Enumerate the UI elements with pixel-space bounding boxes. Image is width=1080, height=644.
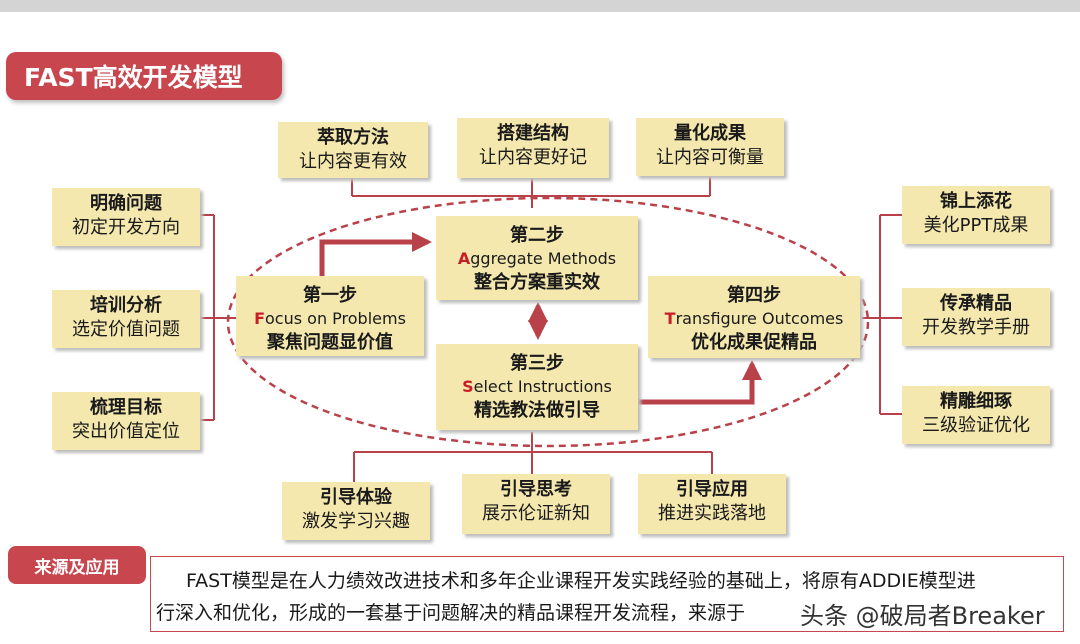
box-inherit-quality: 传承精品 开发教学手册 (902, 288, 1050, 346)
step-1-focus: 第一步 Focus on Problems 聚焦问题显价值 (236, 276, 424, 356)
box-title: 萃取方法 (317, 127, 389, 148)
box-quantify-results: 量化成果 让内容可衡量 (636, 118, 784, 176)
step-label: 第一步 (303, 285, 357, 306)
step-english: Aggregate Methods (457, 249, 617, 268)
box-sub: 美化PPT成果 (923, 215, 1029, 236)
box-guide-application: 引导应用 推进实践落地 (638, 474, 786, 534)
step-chinese: 聚焦问题显价值 (267, 332, 393, 353)
box-extract-method: 萃取方法 让内容更有效 (278, 122, 428, 178)
box-title: 量化成果 (674, 123, 746, 144)
box-sub: 让内容更好记 (479, 147, 587, 168)
box-refine: 精雕细琢 三级验证优化 (902, 386, 1050, 444)
source-label: 来源及应用 (8, 546, 146, 584)
box-embellish: 锦上添花 美化PPT成果 (902, 186, 1050, 244)
box-guide-experience: 引导体验 激发学习兴趣 (282, 482, 430, 540)
box-title: 传承精品 (940, 293, 1012, 314)
box-sub: 让内容可衡量 (656, 147, 764, 168)
box-sub: 激发学习兴趣 (302, 511, 410, 532)
box-title: 搭建结构 (497, 123, 569, 144)
arrow-step1-to-step2 (319, 232, 432, 276)
box-title: 引导思考 (500, 479, 572, 500)
step-label: 第四步 (727, 285, 781, 306)
left-connector (200, 214, 236, 421)
step-chinese: 精选教法做引导 (474, 400, 600, 421)
box-sub: 三级验证优化 (922, 415, 1030, 436)
box-build-structure: 搭建结构 让内容更好记 (457, 118, 609, 178)
step-chinese: 优化成果促精品 (691, 332, 817, 353)
bottom-connector (353, 432, 713, 482)
right-connector (862, 214, 902, 415)
top-connector (351, 176, 711, 208)
box-title: 明确问题 (90, 193, 162, 214)
box-sub: 推进实践落地 (658, 503, 766, 524)
step-3-select: 第三步 Select Instructions 精选教法做引导 (436, 344, 638, 430)
source-text-line-1: FAST模型是在人力绩效改进技术和多年企业课程开发实践经验的基础上，将原有ADD… (186, 570, 976, 592)
box-sort-goals: 梳理目标 突出价值定位 (52, 392, 200, 450)
source-text-box (150, 556, 1064, 632)
box-guide-thinking: 引导思考 展示伦证新知 (462, 474, 610, 534)
box-title: 引导体验 (320, 487, 392, 508)
page-title: FAST高效开发模型 (6, 52, 282, 100)
step-4-transfigure: 第四步 Transfigure Outcomes 优化成果促精品 (648, 276, 860, 358)
top-strip (0, 0, 1080, 12)
process-ellipse (226, 196, 870, 448)
step-label: 第二步 (510, 225, 564, 246)
box-sub: 初定开发方向 (72, 217, 180, 238)
box-clarify-problem: 明确问题 初定开发方向 (52, 188, 200, 246)
step-label: 第三步 (510, 353, 564, 374)
box-title: 锦上添花 (940, 191, 1012, 212)
watermark: 头条 @破局者Breaker (800, 602, 1045, 630)
box-title: 引导应用 (676, 479, 748, 500)
step-english: Focus on Problems (254, 309, 406, 328)
box-title: 培训分析 (90, 295, 162, 316)
step-chinese: 整合方案重实效 (474, 272, 600, 293)
box-sub: 选定价值问题 (72, 319, 180, 340)
source-text-line-2: 行深入和优化，形成的一套基于问题解决的精品课程开发流程，来源于 (156, 602, 746, 624)
step-2-aggregate: 第二步 Aggregate Methods 整合方案重实效 (436, 216, 638, 300)
box-title: 精雕细琢 (940, 391, 1012, 412)
step-english: Select Instructions (462, 377, 612, 396)
box-training-analysis: 培训分析 选定价值问题 (52, 290, 200, 348)
arrow-step3-to-step4 (638, 360, 762, 405)
box-sub: 让内容更有效 (299, 151, 407, 172)
box-title: 梳理目标 (90, 397, 162, 418)
step-english: Transfigure Outcomes (664, 309, 844, 328)
box-sub: 开发教学手册 (922, 317, 1030, 338)
box-sub: 展示伦证新知 (482, 503, 590, 524)
box-sub: 突出价值定位 (72, 421, 180, 442)
